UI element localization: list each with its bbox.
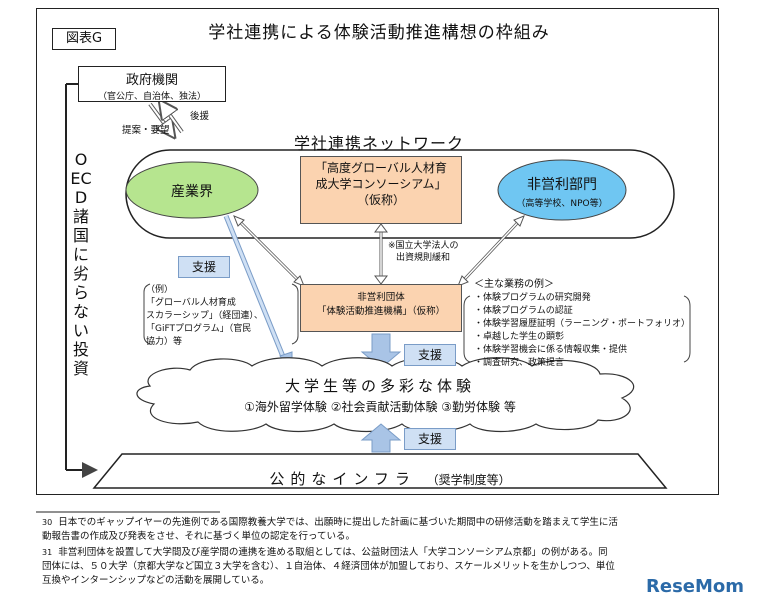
support-badge-industry: 支援 (178, 256, 230, 278)
infra-support-arrow (360, 423, 402, 453)
example-line4: 「GiFTプログラム」（官民 (146, 324, 252, 334)
footnote-text: 非営利団体を設置して大学間及び産学間の連携を進める取組としては、公益財団法人「大… (58, 547, 608, 558)
tasks-bracket-left (463, 295, 471, 363)
experience-cloud (136, 357, 635, 433)
tasks-block: ＜主な業務の例＞ ・体験プログラムの研究開発 ・体験プログラムの認証 ・体験学習… (474, 278, 694, 370)
footnote-number: 31 (42, 548, 53, 557)
example-line3: スカラーシップ」（経団連）、 (146, 311, 263, 321)
example-line1: （例） (146, 285, 174, 295)
tasks-bracket-right (683, 295, 691, 363)
footnote-text: 日本でのギャップイヤーの先進例である国際教養大学では、出願時に提出した計画に基づ… (58, 517, 618, 528)
support-badge-infra: 支援 (404, 428, 456, 450)
footnote-text: 団体には、５０大学（京都大学など国立３大学を含む）、１自治体、４経済団体が加盟し… (42, 561, 615, 572)
network-title: 学社連携ネットワーク (293, 134, 464, 153)
infra-box (92, 453, 668, 489)
tasks-heading: ＜主な業務の例＞ (474, 279, 554, 290)
task-item: ・体験プログラムの研究開発 (474, 293, 591, 303)
support-back-label: 後援 (190, 111, 210, 122)
footnote-text: 互換やインターンシップなどの活動を展開している。 (42, 575, 270, 586)
consortium-line2: 成大学コンソーシアム」 (315, 177, 447, 191)
footnote-31: 31 非営利団体を設置して大学間及び産学間の連携を進める取組としては、公益財団法人… (42, 546, 722, 588)
nonprofit-ellipse (497, 159, 627, 221)
npo-org-line1: 非営利団体 (357, 292, 405, 303)
regulation-note-line1: ※国立大学法人の (388, 241, 459, 251)
consortium-line1: 「高度グローバル人材育 (315, 161, 447, 175)
footnote-text: 動報告書の作成及び発表をさせ、それに基づく単位の認定を行っている。 (42, 531, 356, 542)
footnote-30: 30 日本でのギャップイヤーの先進例である国際教養大学では、出願時に提出した計画に… (42, 516, 722, 544)
npo-org-line2: 「体験活動推進機構」（仮称） (316, 306, 446, 317)
npo-org-box: 非営利団体 「体験活動推進機構」（仮称） (300, 284, 462, 332)
example-block: （例） 「グローバル人材育成 スカラーシップ」（経団連）、 「GiFTプログラム… (146, 284, 296, 349)
regulation-note-line2: 出資規則緩和 (396, 253, 451, 263)
diagram-title: 学社連携による体験活動推進構想の枠組み (208, 23, 550, 43)
task-item: ・調査研究、政策提言 (474, 358, 565, 368)
task-item: ・体験学習履歴証明（ラーニング・ポートフォリオ） (474, 319, 691, 329)
example-bracket-right (291, 283, 299, 345)
example-line2: 「グローバル人材育成 (146, 298, 236, 308)
figure-label: 図表G (52, 28, 116, 50)
consortium-line3: （仮称） (356, 193, 405, 207)
experience-main: 大学生等の多彩な体験 (284, 377, 475, 395)
industry-ellipse (125, 161, 259, 219)
proposal-label: 提案・要望 (122, 125, 170, 136)
nonprofit-sector: 非営利部門 （高等学校、NPO等） (498, 174, 626, 209)
oecd-vertical-text: OECD諸国に劣らない投資 (70, 150, 92, 378)
infra-sub: （奨学制度等） (426, 473, 511, 487)
diagram-frame (36, 8, 719, 495)
task-item: ・卓越した学生の顕彰 (474, 332, 565, 342)
experience-sub: ①海外留学体験 ②社会貢献活動体験 ③勤労体験 等 (244, 400, 516, 414)
task-item: ・体験学習機会に係る情報収集・提供 (474, 345, 628, 355)
government-box: 政府機関 （官公庁、自治体、独法） (78, 66, 226, 102)
consortium-box: 「高度グローバル人材育 成大学コンソーシアム」 （仮称） (300, 156, 462, 224)
industry-label: 産業界 (171, 184, 213, 200)
government-name: 政府機関 (125, 73, 178, 88)
infra-text: 公的なインフラ （奨学制度等） (150, 468, 630, 489)
footnote-number: 30 (42, 518, 53, 527)
example-bracket-left (143, 283, 151, 345)
regulation-note: ※国立大学法人の 出資規則緩和 (388, 240, 459, 264)
support-badge-npo: 支援 (404, 344, 456, 366)
nonprofit-sector-sub: （高等学校、NPO等） (516, 199, 608, 209)
infra-main: 公的なインフラ (269, 470, 416, 488)
watermark-logo: ReseMom (646, 576, 745, 597)
task-item: ・体験プログラムの認証 (474, 306, 573, 316)
government-sub: （官公庁、自治体、独法） (97, 92, 206, 102)
nonprofit-sector-name: 非営利部門 (527, 177, 597, 193)
example-line5: 協力）等 (146, 337, 183, 347)
